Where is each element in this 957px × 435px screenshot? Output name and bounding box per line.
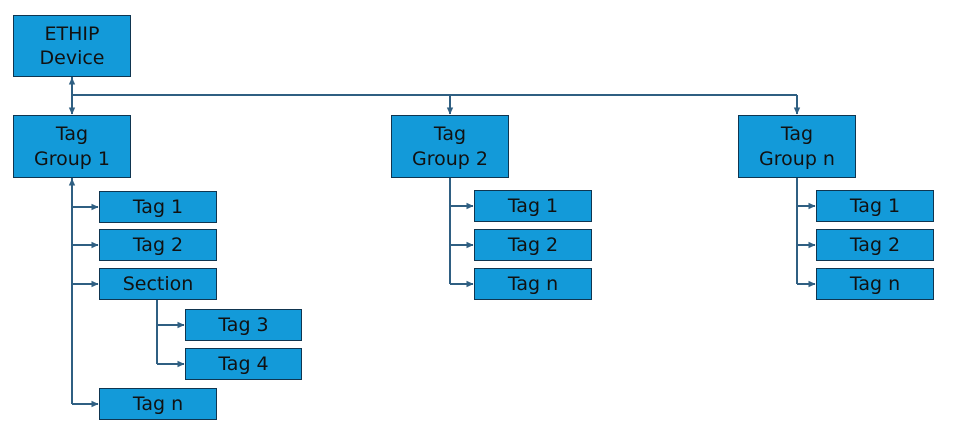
g2-tag-n-node[interactable]: Tag n [474, 268, 592, 300]
g1-tag-2-node[interactable]: Tag 2 [99, 229, 217, 261]
g2-tag-n-label: Tag n [507, 272, 559, 295]
g1-tag-n-node[interactable]: Tag n [99, 388, 217, 420]
gn-tag-1-node[interactable]: Tag 1 [816, 190, 934, 222]
g2-tag-1-node[interactable]: Tag 1 [474, 190, 592, 222]
gn-tag-2-label: Tag 2 [849, 233, 901, 256]
ethip-device-label: ETHIP Device [39, 22, 105, 69]
g1-tag-4-label: Tag 4 [218, 352, 269, 375]
g1-tag-1-label: Tag 1 [132, 195, 184, 218]
connector-device-to-groups [71, 77, 797, 96]
tag-group-1-node[interactable]: Tag Group 1 [13, 115, 131, 178]
gn-tag-n-node[interactable]: Tag n [816, 268, 934, 300]
ethip-device-node[interactable]: ETHIP Device [13, 15, 131, 77]
g1-tag-4-node[interactable]: Tag 4 [185, 348, 302, 380]
g1-section-label: Section [122, 272, 194, 295]
g2-tag-1-label: Tag 1 [507, 194, 559, 217]
tag-group-n-label: Tag Group n [759, 123, 835, 170]
g1-section-node[interactable]: Section [99, 268, 217, 300]
gn-tag-n-label: Tag n [849, 272, 901, 295]
tag-group-1-label: Tag Group 1 [34, 123, 110, 170]
g1-tag-3-node[interactable]: Tag 3 [185, 309, 302, 341]
g1-tag-3-label: Tag 3 [218, 313, 269, 336]
tag-group-2-node[interactable]: Tag Group 2 [391, 115, 509, 178]
g2-tag-2-node[interactable]: Tag 2 [474, 229, 592, 261]
g1-tag-1-node[interactable]: Tag 1 [99, 191, 217, 223]
g1-tag-2-label: Tag 2 [132, 233, 184, 256]
g1-tag-n-label: Tag n [132, 392, 184, 415]
tag-group-n-node[interactable]: Tag Group n [738, 115, 856, 178]
gn-tag-1-label: Tag 1 [849, 194, 901, 217]
g2-tag-2-label: Tag 2 [507, 233, 559, 256]
tag-group-2-label: Tag Group 2 [412, 123, 488, 170]
gn-tag-2-node[interactable]: Tag 2 [816, 229, 934, 261]
